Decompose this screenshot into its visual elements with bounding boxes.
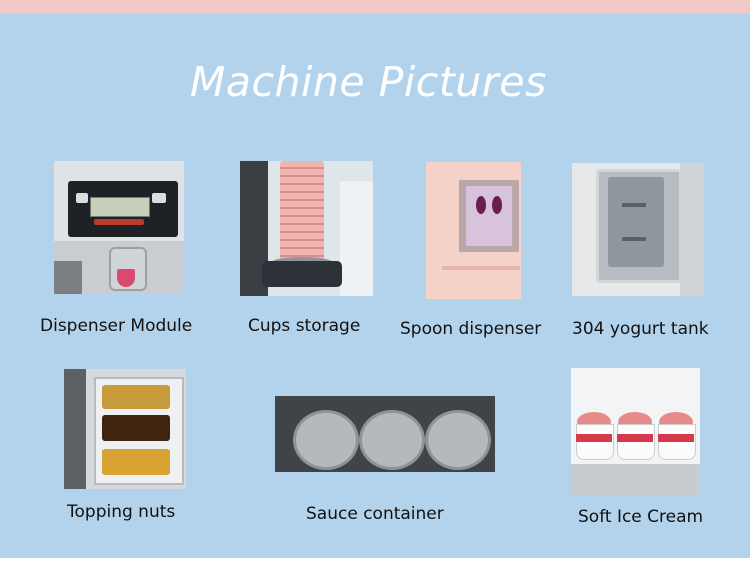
sauce-container-caption: Sauce container: [306, 504, 444, 524]
yogurt-tank-caption: 304 yogurt tank: [572, 319, 709, 339]
dispenser-module-caption: Dispenser Module: [40, 316, 193, 336]
dispenser-module-photo: [54, 161, 184, 294]
sauce-container-photo: [275, 396, 495, 472]
soft-ice-cream-caption: Soft Ice Cream: [578, 507, 704, 527]
spoon-dispenser-photo: [426, 162, 521, 299]
page-title: Machine Pictures: [190, 58, 547, 106]
top-band: [0, 0, 750, 14]
soft-ice-cream-photo: [571, 368, 700, 496]
cups-storage-caption: Cups storage: [248, 316, 361, 336]
spoon-dispenser-caption: Spoon dispenser: [400, 319, 542, 339]
topping-nuts-photo: [64, 369, 186, 489]
cups-storage-photo: [240, 161, 373, 296]
bottom-band: [0, 558, 750, 561]
topping-nuts-caption: Topping nuts: [67, 502, 176, 522]
yogurt-tank-photo: [572, 163, 704, 296]
